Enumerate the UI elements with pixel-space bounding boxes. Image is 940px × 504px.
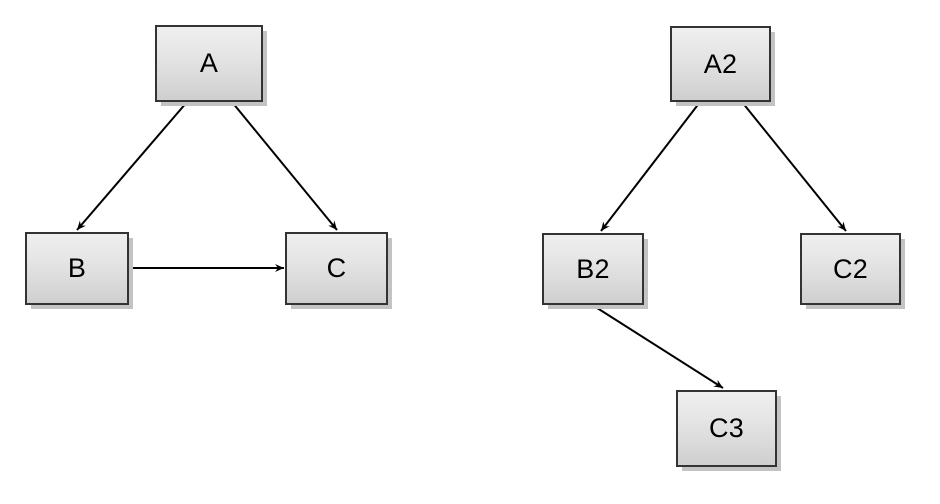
edge-a2-to-b2	[600, 101, 701, 232]
node-label-b2: B2	[576, 253, 610, 284]
node-c2[interactable]: C2	[800, 233, 901, 305]
edge-a-to-c	[231, 101, 338, 231]
node-label-a2: A2	[703, 48, 738, 79]
node-b[interactable]: B	[25, 232, 129, 305]
edge-a-to-b	[76, 101, 188, 231]
node-b2[interactable]: B2	[542, 233, 644, 305]
edge-group	[76, 101, 847, 389]
node-label-a: A	[199, 48, 219, 78]
node-label-c2: C2	[832, 253, 869, 284]
node-label-b: B	[67, 253, 87, 283]
node-label-c3: C3	[708, 413, 745, 443]
node-c3[interactable]: C3	[676, 390, 777, 467]
node-c[interactable]: C	[285, 232, 388, 305]
edge-b2-to-c3	[593, 305, 724, 389]
edge-a2-to-c2	[741, 101, 847, 232]
node-a[interactable]: A	[155, 25, 263, 102]
node-label-c: C	[326, 253, 347, 283]
node-a2[interactable]: A2	[670, 26, 771, 102]
